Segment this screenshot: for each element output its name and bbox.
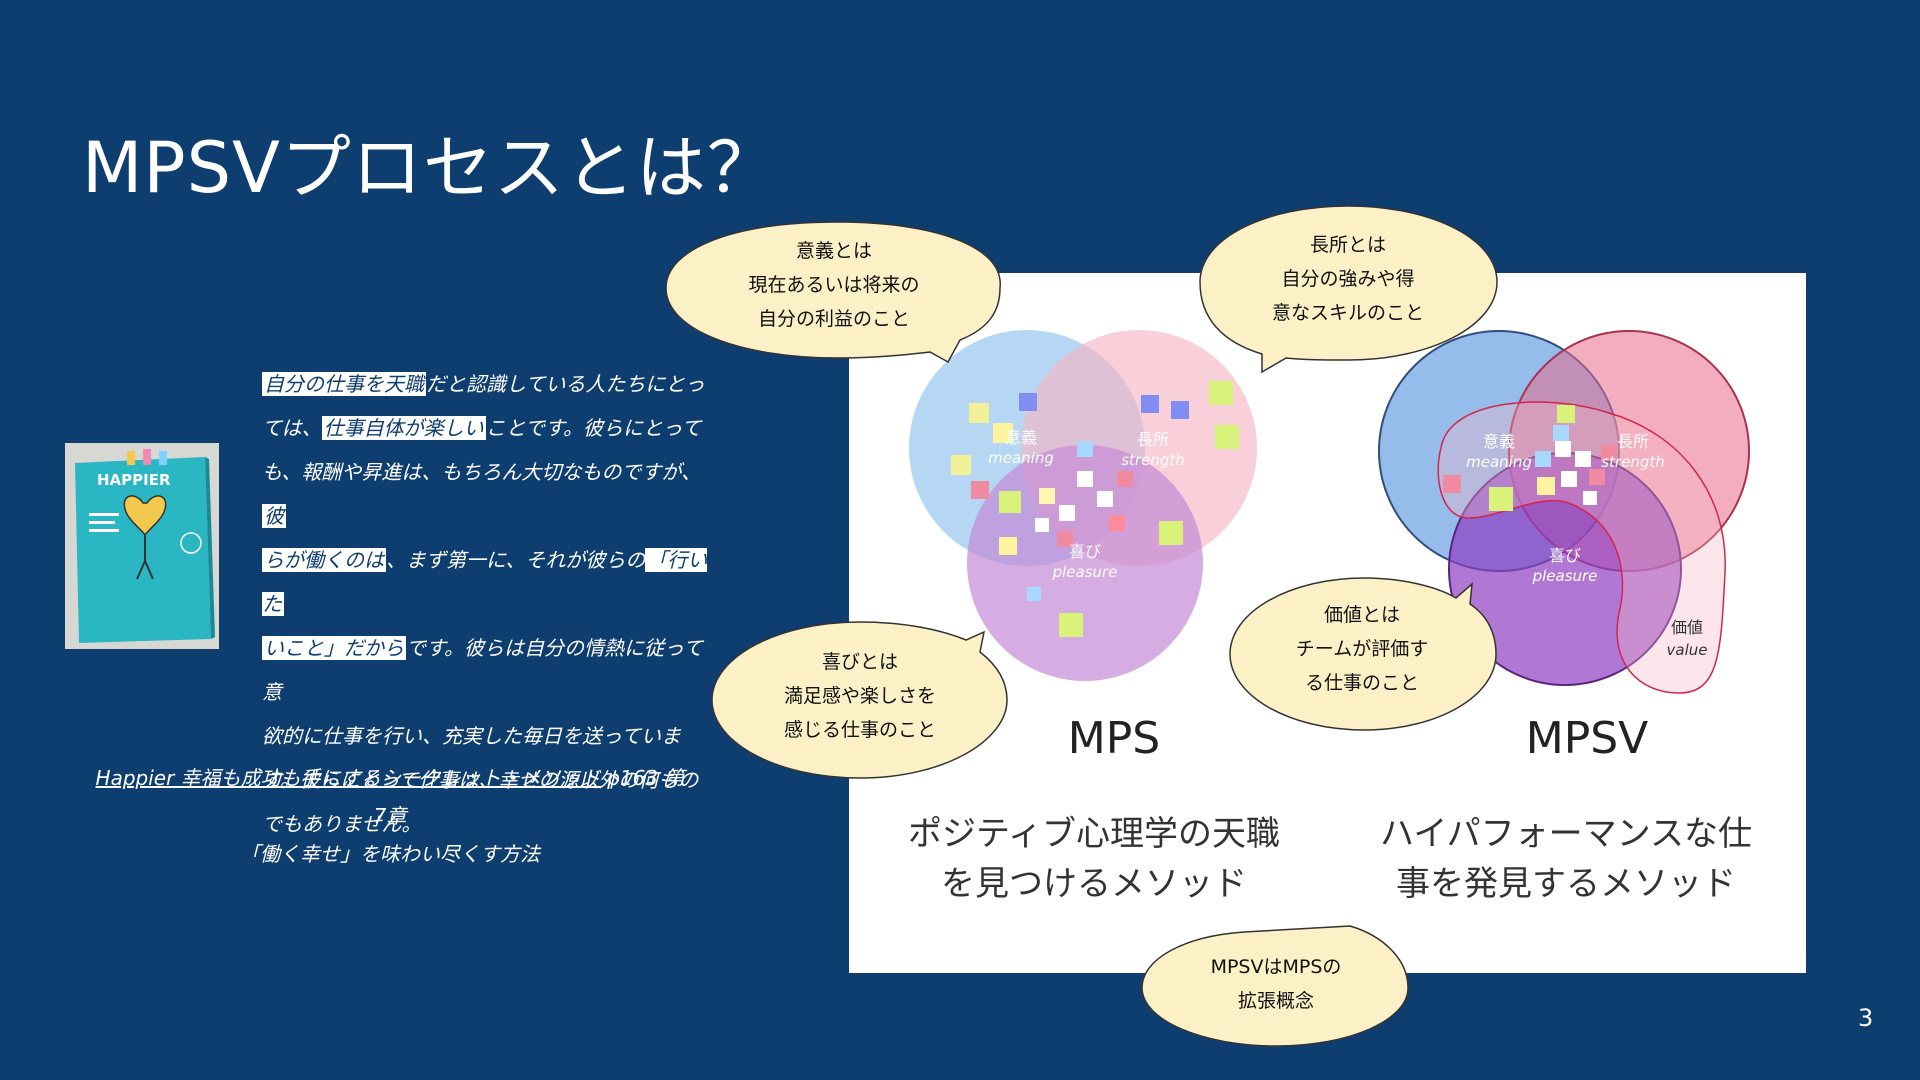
mps-meaning-label-en: meaning	[988, 449, 1054, 467]
meaning-bubble-line1: 意義とは	[795, 240, 872, 262]
quote-highlight: いこと」だから	[262, 636, 406, 660]
citation: Happier 幸福も成功も手にするシークレット・メソッド p163 第7章 「…	[90, 759, 690, 873]
mpsv-meaning-label-jp: 意義	[1483, 432, 1515, 451]
mps-venn: 意義 meaning 長所 strength 喜び pleasure	[909, 330, 1257, 681]
slide-title: MPSVプロセスとは？	[82, 127, 778, 209]
pleasure-bubble-line3: 感じる仕事のこと	[783, 719, 936, 741]
quote-segment: だと認識している人たちにとっ	[426, 372, 705, 396]
diagram-panel: 意義 meaning 長所 strength 喜び pleasure	[849, 273, 1806, 973]
quote-line: 自分の仕事を天職だと認識している人たちにとっ	[262, 362, 722, 406]
quote-highlight: 自分の仕事を天職	[262, 372, 426, 396]
pleasure-bubble-text: 喜びとは 満足感や楽しさを 感じる仕事のこと	[760, 645, 960, 747]
quote-segment: ことです。彼らにとって	[485, 416, 702, 440]
strength-bubble-text: 長所とは 自分の強みや得 意なスキルのこと	[1248, 228, 1448, 330]
quote-segment: も、報酬や昇進は、もちろん大切なものですが、	[262, 460, 701, 484]
value-bubble-line3: る仕事のこと	[1304, 672, 1419, 694]
mps-strength-label-en: strength	[1121, 451, 1185, 469]
mpsv-venn: 意義 meaning 長所 strength 喜び pleasure 価値 va…	[1378, 330, 1750, 694]
quote-text: 自分の仕事を天職だと認識している人たちにとっては、仕事自体が楽しいことです。彼ら…	[262, 362, 722, 846]
extension-bubble-line1: MPSVはMPSの	[1210, 956, 1342, 978]
strength-bubble-line1: 長所とは	[1309, 234, 1386, 256]
mps-pleasure-circle	[967, 445, 1203, 681]
quote-line: いこと」だからです。彼らは自分の情熱に従って意	[262, 626, 722, 714]
mps-description: ポジティブ心理学の天職 を見つけるメソッド	[879, 809, 1309, 909]
mps-desc-line2: を見つけるメソッド	[941, 864, 1247, 904]
quote-line: でもありません。	[262, 802, 722, 846]
quote-segment: 欲的に仕事を行い、充実した毎日を送っていま	[262, 724, 681, 748]
mpsv-strength-label-jp: 長所	[1617, 432, 1649, 451]
meaning-bubble-line2: 現在あるいは将来の	[748, 274, 920, 296]
quote-line: も、報酬や昇進は、もちろん大切なものですが、彼	[262, 450, 722, 538]
meaning-bubble-text: 意義とは 現在あるいは将来の 自分の利益のこと	[734, 234, 934, 336]
book-cover-image: HAPPIER	[65, 443, 219, 649]
mpsv-description: ハイパフォーマンスな仕 事を発見するメソッド	[1351, 809, 1781, 909]
quote-line: す。彼らにとって仕事は、幸せの源以外の何もの	[262, 758, 722, 802]
mps-pleasure-label-jp: 喜び	[1069, 542, 1101, 561]
citation-book-link[interactable]: Happier 幸福も成功も手にするシークレット・メソッド	[95, 766, 601, 790]
quote-segment: ては、	[262, 416, 322, 440]
quote-highlight: らが働くのは	[262, 548, 386, 572]
extension-bubble-text: MPSVはMPSの 拡張概念	[1176, 950, 1376, 1018]
mpsv-value-label-jp: 価値	[1671, 618, 1703, 637]
value-bubble-text: 価値とは チームが評価す る仕事のこと	[1262, 598, 1462, 700]
mps-sticky-notes	[951, 381, 1239, 637]
book-title-text: HAPPIER	[97, 471, 171, 489]
quote-line: ては、仕事自体が楽しいことです。彼らにとって	[262, 406, 722, 450]
quote-segment: です。彼らは自分の情熱に従って意	[262, 636, 703, 704]
mpsv-sticky-notes	[1443, 405, 1617, 511]
quote-segment: でもありません。	[262, 812, 422, 836]
quote-line: らが働くのは、まず第一に、それが彼らの「行いた	[262, 538, 722, 626]
mpsv-desc-line2: 事を発見するメソッド	[1396, 864, 1736, 904]
quote-segment: す。彼らにとって仕事は、幸せの源以外の何もの	[262, 768, 699, 792]
page-number: 3	[1858, 1004, 1874, 1032]
mps-strength-label-jp: 長所	[1137, 430, 1169, 449]
mpsv-pleasure-label-en: pleasure	[1532, 567, 1598, 585]
mps-meaning-label-jp: 意義	[1005, 428, 1037, 447]
extension-bubble-line2: 拡張概念	[1237, 990, 1314, 1012]
value-bubble-line1: 価値とは	[1323, 604, 1400, 626]
mpsv-meaning-label-en: meaning	[1466, 453, 1532, 471]
mpsv-pleasure-label-jp: 喜び	[1549, 546, 1581, 565]
quote-segment: 、まず第一に、それが彼らの	[386, 548, 646, 572]
meaning-bubble-line3: 自分の利益のこと	[757, 308, 910, 330]
citation-page: p163 第7章	[373, 766, 685, 828]
quote-highlight: 仕事自体が楽しい	[321, 416, 486, 440]
mpsv-value-label-en: value	[1667, 641, 1708, 659]
mpsv-title: MPSV	[1525, 713, 1649, 764]
value-bubble-line2: チームが評価す	[1295, 638, 1429, 660]
mps-title: MPS	[1067, 713, 1161, 764]
mpsv-desc-line1: ハイパフォーマンスな仕	[1380, 814, 1752, 854]
citation-chapter: 「働く幸せ」を味わい尽くす方法	[240, 842, 540, 866]
strength-bubble-line3: 意なスキルのこと	[1271, 302, 1424, 324]
quote-line: 欲的に仕事を行い、充実した毎日を送っていま	[262, 714, 722, 758]
pleasure-bubble-line1: 喜びとは	[821, 651, 898, 673]
mps-desc-line1: ポジティブ心理学の天職	[908, 814, 1280, 854]
mpsv-strength-label-en: strength	[1601, 453, 1665, 471]
quote-highlight: 彼	[262, 504, 286, 528]
mpsv-value-region	[1437, 401, 1726, 694]
mps-pleasure-label-en: pleasure	[1052, 563, 1118, 581]
strength-bubble-line2: 自分の強みや得	[1281, 268, 1415, 290]
pleasure-bubble-line2: 満足感や楽しさを	[783, 685, 936, 707]
